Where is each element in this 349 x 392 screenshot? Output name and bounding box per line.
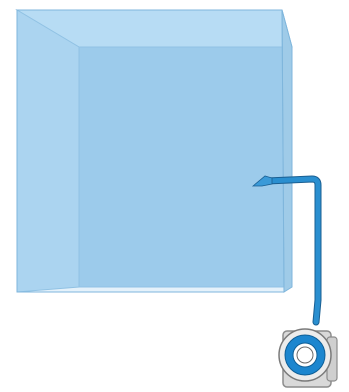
water-pipe-inner (264, 176, 321, 325)
tank-front-outline (16, 9, 285, 293)
pump-hub (296, 346, 314, 364)
pipe-outlet-nozzle (251, 175, 273, 187)
tank-back-face (78, 46, 285, 288)
pump (278, 328, 338, 388)
